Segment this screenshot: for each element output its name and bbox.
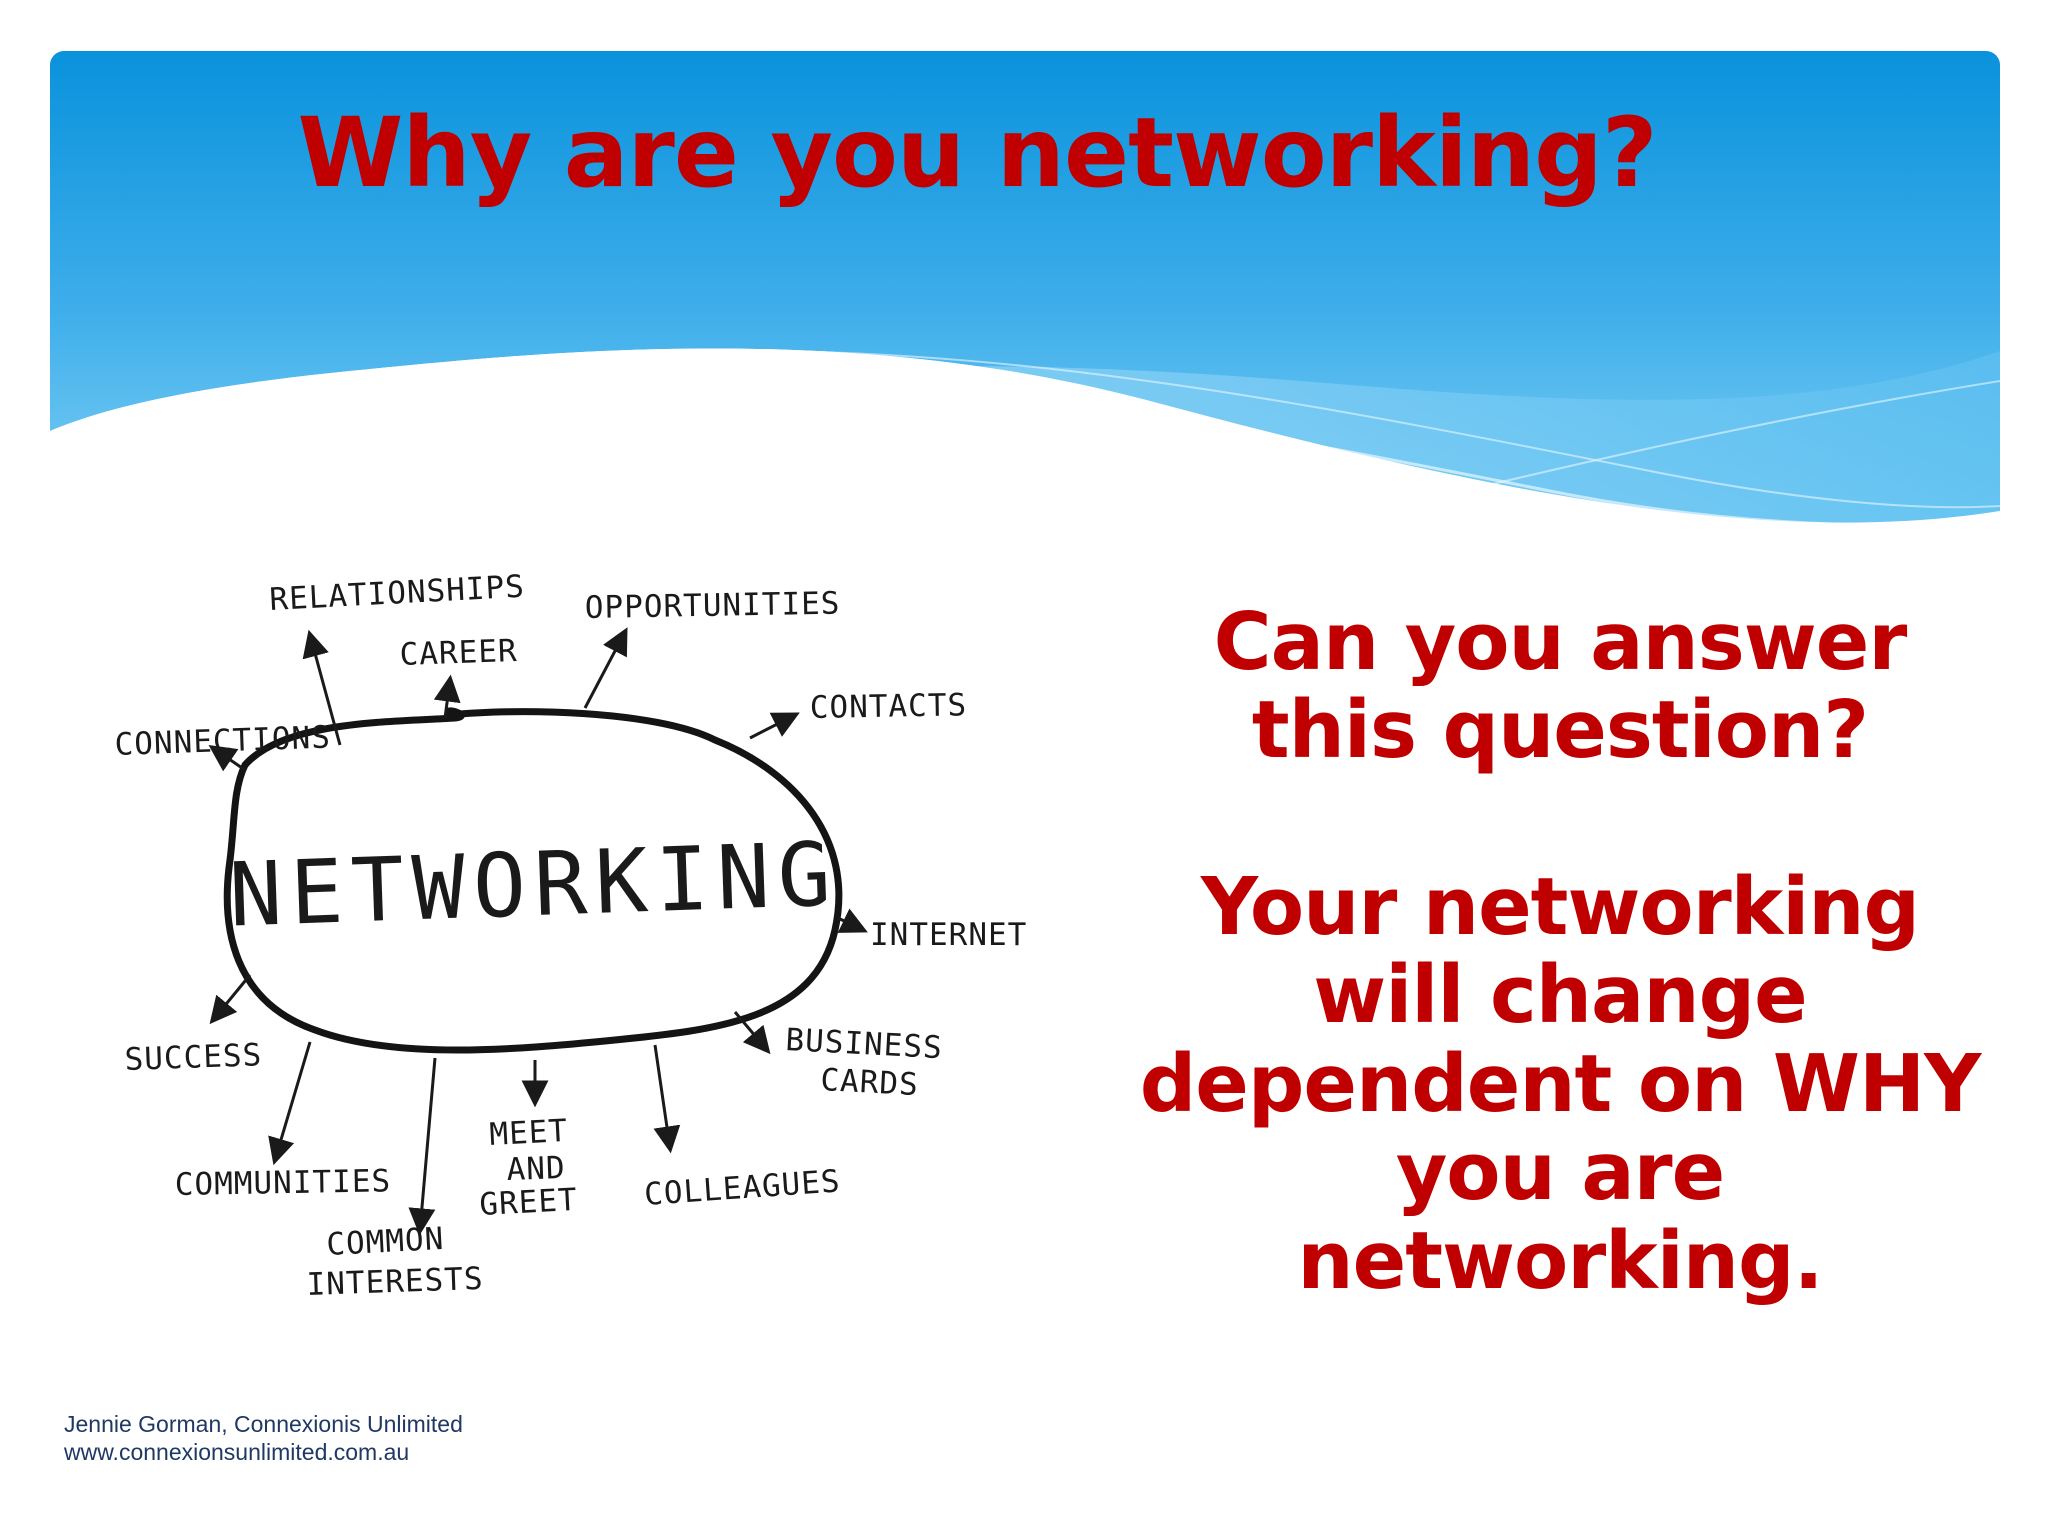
label-business: BUSINESS [785, 1022, 944, 1066]
arrow-connections [208, 744, 246, 772]
label-success: SUCCESS [124, 1037, 263, 1078]
label-common: COMMON [326, 1221, 446, 1263]
slide-title: Why are you networking? [297, 97, 1657, 209]
label-greet: GREET [479, 1182, 579, 1223]
mind-map-center: NETWORKING [227, 822, 840, 946]
footer-credit: Jennie Gorman, Connexionis Unlimited www… [64, 1410, 463, 1466]
text-spacer [1130, 775, 1990, 863]
arrow-communities [268, 1041, 312, 1166]
arrow-career [433, 674, 461, 719]
question-text: Can you answer this question? [1213, 596, 1908, 777]
label-opportunities: OPPORTUNITIES [585, 586, 841, 626]
arrow-business-cards [733, 1011, 771, 1055]
label-meet: MEET [489, 1113, 569, 1153]
label-cards: CARDS [820, 1062, 920, 1103]
label-colleagues: COLLEAGUES [643, 1163, 842, 1213]
website-line: www.connexionsunlimited.com.au [64, 1439, 410, 1466]
central-ellipse [223, 707, 843, 1054]
label-internet: INTERNET [870, 917, 1027, 953]
arrow-opportunities [583, 627, 628, 709]
label-connections: CONNECTIONS [114, 719, 331, 763]
arrow-common-interests [408, 1057, 437, 1236]
author-line: Jennie Gorman, Connexionis Unlimited [64, 1411, 463, 1437]
answer-text: Can you answer this question? Your netwo… [1130, 598, 1990, 1305]
arrow-contacts [749, 712, 800, 740]
statement-text: Your networking will change dependent on… [1139, 860, 1982, 1307]
arrow-success [209, 974, 252, 1025]
label-interests: INTERESTS [306, 1261, 484, 1303]
networking-mind-map: NETWORKING RELATIONSHIPS CAREER OPPORTUN… [95, 540, 1055, 1320]
arrow-internet [837, 908, 868, 933]
label-communities: COMMUNITIES [175, 1163, 392, 1203]
arrow-colleagues [653, 1044, 681, 1154]
label-contacts: CONTACTS [810, 687, 968, 726]
label-career: CAREER [399, 633, 518, 673]
wave-background [50, 51, 2000, 571]
label-relationships: RELATIONSHIPS [269, 569, 526, 618]
label-and: AND [506, 1150, 566, 1188]
arrow-relationships [302, 629, 342, 746]
header-banner [50, 51, 2000, 571]
mind-map-sketch: NETWORKING RELATIONSHIPS CAREER OPPORTUN… [114, 569, 1027, 1303]
